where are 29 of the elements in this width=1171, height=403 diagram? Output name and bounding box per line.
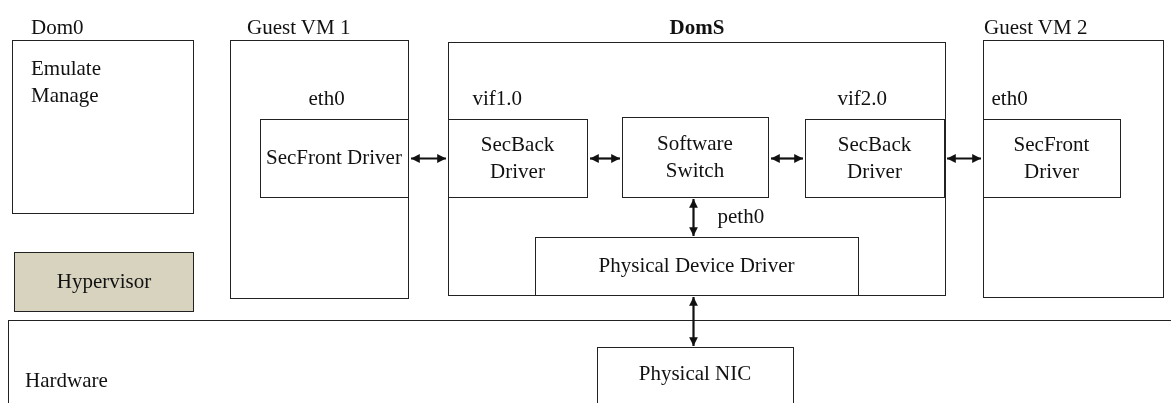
interface-label: eth0 [991, 85, 1028, 110]
connector-arrow [411, 154, 446, 163]
box-label: Software Switch [656, 129, 734, 184]
connector-arrow [689, 199, 698, 236]
box-label: Emulate Manage [31, 55, 102, 110]
component-box [596, 346, 794, 403]
connector-arrow [689, 297, 698, 346]
connector-arrow [590, 154, 620, 163]
interface-label: vif2.0 [837, 85, 888, 110]
box-label: SecBack Driver [479, 130, 556, 185]
box-label: Physical NIC [637, 359, 753, 387]
box-label: SecFront Driver [265, 144, 403, 172]
connector-arrow [771, 154, 803, 163]
box-label: Hardware [25, 367, 109, 394]
component-box [14, 252, 194, 312]
box-label: SecBack Driver [836, 130, 913, 185]
group-title: Guest VM 1 [247, 15, 351, 40]
group-title: DomS [668, 15, 726, 40]
group-title: Dom0 [31, 15, 84, 40]
interface-label: peth0 [717, 203, 765, 228]
connector-arrow [947, 154, 981, 163]
component-box [621, 116, 769, 198]
box-label: Hypervisor [55, 268, 153, 296]
box-label: SecFront Driver [1012, 130, 1091, 185]
group-box [8, 320, 1171, 403]
interface-label: eth0 [308, 85, 345, 110]
interface-label: vif1.0 [472, 85, 523, 110]
group-title: Guest VM 2 [984, 15, 1088, 40]
box-label: Physical Device Driver [597, 252, 796, 280]
